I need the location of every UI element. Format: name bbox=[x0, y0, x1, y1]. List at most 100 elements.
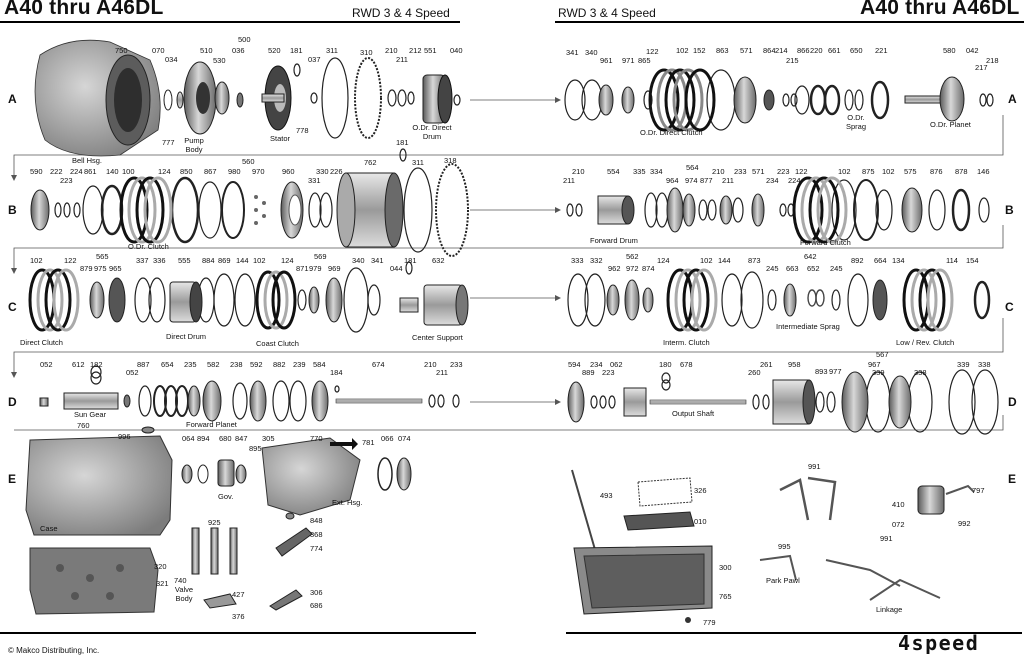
part-number: 778 bbox=[296, 126, 309, 135]
caption-pump-body: Pump Body bbox=[184, 136, 204, 154]
part-number: 562 bbox=[626, 252, 639, 261]
part-number: 222 bbox=[50, 167, 63, 176]
part-number: 500 bbox=[238, 35, 251, 44]
part-number: 869 bbox=[218, 256, 231, 265]
caption-coast-clutch: Coast Clutch bbox=[256, 339, 299, 348]
part-number: 340 bbox=[585, 48, 598, 57]
part-number: 584 bbox=[313, 360, 326, 369]
part-number: 062 bbox=[610, 360, 623, 369]
row-c-right-parts bbox=[567, 268, 991, 332]
part-number: 341 bbox=[566, 48, 579, 57]
part-number: 876 bbox=[930, 167, 943, 176]
part-number: 234 bbox=[590, 360, 603, 369]
row-d-right-parts bbox=[567, 369, 999, 435]
part-number: 306 bbox=[310, 588, 323, 597]
part-number: 124 bbox=[158, 167, 171, 176]
part-number: 321 bbox=[156, 579, 169, 588]
bell-housing bbox=[34, 39, 161, 157]
part-number: 925 bbox=[208, 518, 221, 527]
part-number: 341 bbox=[371, 256, 384, 265]
part-number: 044 bbox=[390, 264, 403, 273]
part-number: 992 bbox=[958, 519, 971, 528]
part-number: 960 bbox=[282, 167, 295, 176]
part-number: 184 bbox=[330, 368, 343, 377]
part-number: 996 bbox=[118, 432, 131, 441]
caption-intermediate-sprag: Intermediate Sprag bbox=[776, 322, 840, 331]
caption-stator: Stator bbox=[270, 134, 291, 143]
caption-odr-clutch: O.Dr. Clutch bbox=[128, 242, 169, 251]
part-number: 233 bbox=[734, 167, 747, 176]
part-number: 564 bbox=[686, 163, 699, 172]
row-b-left-parts bbox=[30, 148, 469, 257]
part-number: 220 bbox=[810, 46, 823, 55]
caption-direct-drum: Direct Drum bbox=[166, 332, 207, 341]
part-number: 333 bbox=[571, 256, 584, 265]
part-number: 967 bbox=[868, 360, 881, 369]
part-number: 040 bbox=[450, 46, 463, 55]
row-e-right-parts bbox=[571, 469, 975, 623]
part-number: 650 bbox=[850, 46, 863, 55]
row-letter-a-left: A bbox=[8, 92, 17, 106]
part-number: 991 bbox=[880, 534, 893, 543]
caption-case: Case bbox=[40, 524, 58, 533]
row-a-right-rings bbox=[564, 69, 994, 131]
part-number: 336 bbox=[153, 256, 166, 265]
part-number: 239 bbox=[293, 360, 306, 369]
header-rule-right bbox=[555, 21, 1024, 23]
part-number: 210 bbox=[572, 167, 585, 176]
part-number: 233 bbox=[450, 360, 463, 369]
part-number: 567 bbox=[876, 350, 889, 359]
part-number: 740 bbox=[174, 576, 187, 585]
part-number: 100 bbox=[122, 167, 135, 176]
caption-interm-clutch: Interm. Clutch bbox=[663, 338, 710, 347]
brand-logo: 4speed bbox=[898, 631, 980, 655]
part-number: 146 bbox=[977, 167, 990, 176]
row-letter-b-left: B bbox=[8, 203, 17, 217]
part-number: 340 bbox=[352, 256, 365, 265]
caption-bell-hsg: Bell Hsg. bbox=[72, 156, 103, 165]
row-letter-c-right: C bbox=[1005, 300, 1014, 314]
part-number: 882 bbox=[273, 360, 286, 369]
part-number: 245 bbox=[766, 264, 779, 273]
part-number: 072 bbox=[892, 520, 905, 529]
part-number: 102 bbox=[30, 256, 43, 265]
odr-direct-drum bbox=[422, 74, 453, 124]
row-letter-d-right: D bbox=[1008, 395, 1017, 409]
part-number: 971 bbox=[622, 56, 635, 65]
caption-direct-clutch: Direct Clutch bbox=[20, 338, 63, 347]
part-number: 571 bbox=[740, 46, 753, 55]
part-number: 760 bbox=[77, 421, 90, 430]
part-number: 376 bbox=[232, 612, 245, 621]
flow-arrows bbox=[11, 97, 561, 405]
row-a-left-rings bbox=[293, 57, 461, 139]
part-number: 218 bbox=[986, 56, 999, 65]
title-right: A40 thru A46DL bbox=[860, 0, 1020, 19]
part-number: 036 bbox=[232, 46, 245, 55]
part-number: 664 bbox=[874, 256, 887, 265]
part-number: 569 bbox=[314, 252, 327, 261]
part-number: 879 bbox=[80, 264, 93, 273]
part-number: 991 bbox=[808, 462, 821, 471]
part-number: 339 bbox=[957, 360, 970, 369]
part-number: 034 bbox=[165, 55, 178, 64]
part-number: 680 bbox=[219, 434, 232, 443]
part-number: 965 bbox=[109, 264, 122, 273]
caption-park-pawl: Park Pawl bbox=[766, 576, 800, 585]
part-number: 261 bbox=[760, 360, 773, 369]
part-number: 962 bbox=[608, 264, 621, 273]
part-number: 102 bbox=[882, 167, 895, 176]
part-number: 052 bbox=[40, 360, 53, 369]
part-number: 260 bbox=[748, 368, 761, 377]
part-number: 074 bbox=[398, 434, 411, 443]
part-number: 124 bbox=[657, 256, 670, 265]
part-number: 052 bbox=[126, 368, 139, 377]
part-number: 102 bbox=[676, 46, 689, 55]
part-number: 877 bbox=[700, 176, 713, 185]
part-number: 580 bbox=[943, 46, 956, 55]
row-letter-b-right: B bbox=[1005, 203, 1014, 217]
odr-direct-clutch-pack bbox=[648, 68, 716, 132]
part-number: 339 bbox=[872, 368, 885, 377]
part-number: 582 bbox=[207, 360, 220, 369]
part-number: 554 bbox=[607, 167, 620, 176]
part-number: 331 bbox=[308, 176, 321, 185]
